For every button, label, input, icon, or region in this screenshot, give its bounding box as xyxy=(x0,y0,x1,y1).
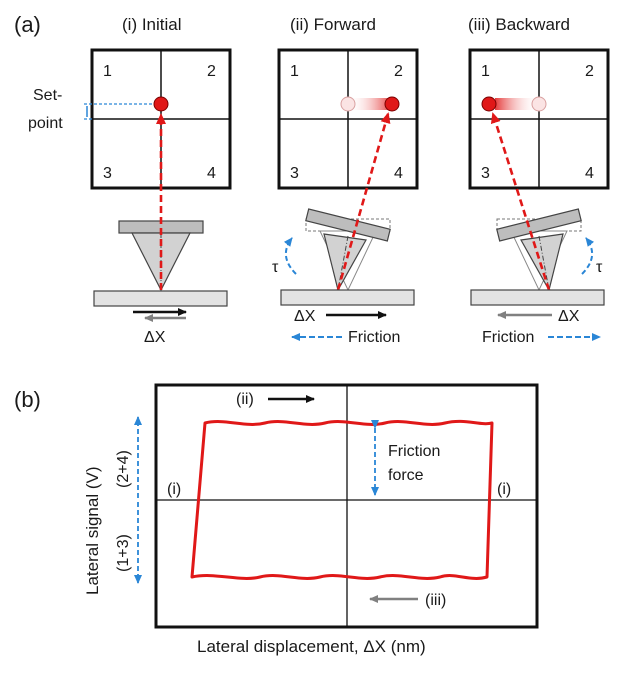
laser-beam-forward xyxy=(336,112,391,291)
sample-forward xyxy=(280,289,415,306)
x-axis-title: Lateral displacement, ΔX (nm) xyxy=(197,637,426,656)
quadrant-1-label: 1 xyxy=(290,63,299,80)
laser-spot-initial xyxy=(153,96,169,112)
torque-arrow-forward xyxy=(283,237,297,275)
tau-backward: τ xyxy=(596,259,603,276)
detector-backward: 1 2 3 4 xyxy=(468,48,610,190)
tau-forward: τ xyxy=(272,259,279,276)
marker-right: (i) xyxy=(497,481,511,498)
delta-x-forward: ΔX xyxy=(294,308,316,325)
y-lower-label: (1+3) xyxy=(115,534,132,572)
setpoint-label-1: Set- xyxy=(33,87,62,104)
marker-left: (i) xyxy=(167,481,181,498)
laser-spot-forward xyxy=(384,96,400,112)
marker-forward: (ii) xyxy=(236,391,254,408)
quadrant-4-label: 4 xyxy=(585,165,594,182)
delta-x-backward: ΔX xyxy=(558,308,580,325)
panel-b-label: (b) xyxy=(14,387,41,412)
quadrant-2-label: 2 xyxy=(207,63,216,80)
friction-force-label-1: Friction xyxy=(388,443,440,460)
tip-axis-forward xyxy=(337,235,349,291)
spot-trail-backward xyxy=(495,98,539,110)
setpoint-label-2: point xyxy=(28,115,63,132)
tip-backward xyxy=(520,233,564,292)
quadrant-3-label: 3 xyxy=(103,165,112,182)
sample-backward xyxy=(470,289,605,306)
laser-spot-origin-forward xyxy=(340,96,356,112)
cantilever-forward xyxy=(305,208,391,242)
quadrant-1-label: 1 xyxy=(481,63,490,80)
quadrant-4-label: 4 xyxy=(207,165,216,182)
title-forward: (ii) Forward xyxy=(290,15,376,34)
friction-loop xyxy=(190,419,494,580)
torque-arrow-backward xyxy=(581,237,595,275)
y-axis-title: Lateral signal (V) xyxy=(83,466,102,595)
laser-spot-origin-backward xyxy=(531,96,547,112)
sample-initial xyxy=(93,290,228,307)
quadrant-3-label: 3 xyxy=(481,165,490,182)
quadrant-3-label: 3 xyxy=(290,165,299,182)
quadrant-4-label: 4 xyxy=(394,165,403,182)
quadrant-2-label: 2 xyxy=(585,63,594,80)
quadrant-1-label: 1 xyxy=(103,63,112,80)
title-initial: (i) Initial xyxy=(122,15,182,34)
cantilever-backward xyxy=(496,208,582,242)
spot-trail-forward xyxy=(348,98,392,110)
tip-axis-backward xyxy=(538,235,550,291)
friction-label-forward: Friction xyxy=(348,329,400,346)
panel-a-label: (a) xyxy=(14,12,41,37)
title-backward: (iii) Backward xyxy=(468,15,570,34)
y-upper-label: (2+4) xyxy=(115,450,132,488)
detector-forward: 1 2 3 4 xyxy=(277,48,419,190)
friction-label-backward: Friction xyxy=(482,329,534,346)
marker-backward: (iii) xyxy=(425,592,446,609)
delta-x-initial: ΔX xyxy=(144,329,166,346)
quadrant-2-label: 2 xyxy=(394,63,403,80)
friction-force-label-2: force xyxy=(388,467,424,484)
laser-beam-backward xyxy=(490,112,551,291)
laser-spot-backward xyxy=(481,96,497,112)
